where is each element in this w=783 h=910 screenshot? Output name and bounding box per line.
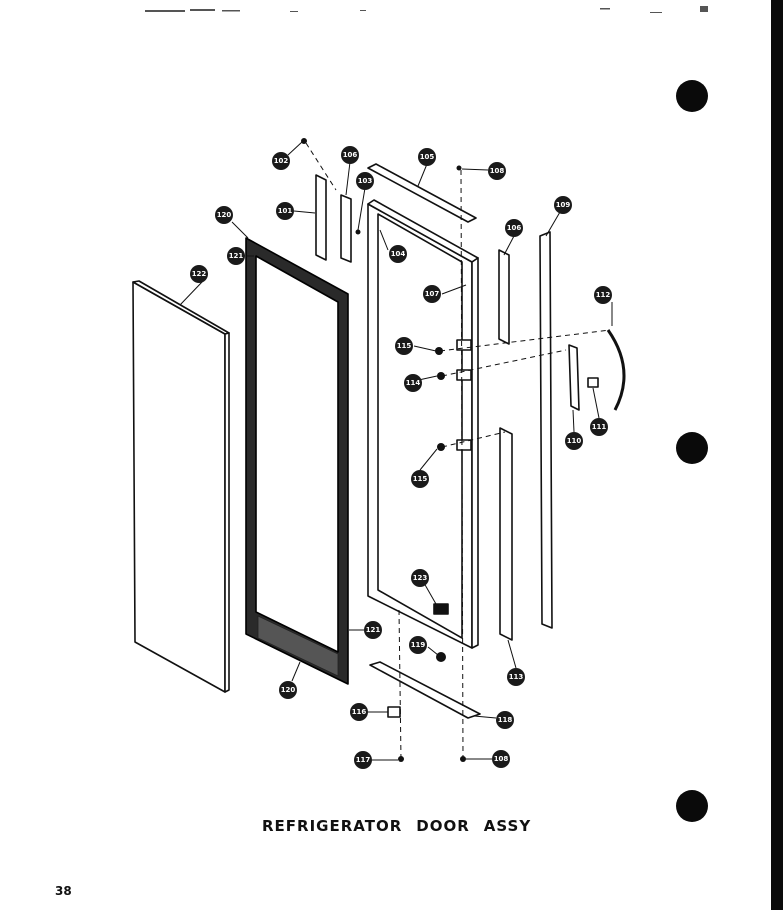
callout-105: 105	[418, 148, 436, 166]
assembly-axes	[305, 142, 611, 761]
callout-111: 111	[590, 418, 608, 436]
callout-108: 108	[488, 162, 506, 180]
binding-edge	[771, 0, 783, 910]
callout-label: 102	[274, 157, 289, 165]
callout-117: 117	[354, 751, 372, 769]
callout-label: 103	[358, 177, 373, 185]
diagram-caption: REFRIGERATOR DOOR ASSY	[262, 817, 531, 835]
callout-102: 102	[272, 152, 290, 170]
callout-115-lower: 115	[411, 470, 429, 488]
callout-label: 108	[494, 755, 509, 763]
callout-label: 119	[411, 641, 426, 649]
callout-label: 120	[217, 211, 232, 219]
callout-label: 122	[192, 270, 207, 278]
caption-word: REFRIGERATOR	[262, 817, 403, 835]
callout-101: 101	[276, 202, 294, 220]
bracket-106-upper	[340, 194, 352, 263]
callout-label: 107	[425, 290, 440, 298]
door-gasket	[245, 237, 349, 685]
callouts: 102 106 105 108 101 103 104 106 109 120 …	[190, 146, 612, 769]
callout-119: 119	[409, 636, 427, 654]
binder-hole-middle	[676, 432, 708, 464]
door-panel	[132, 280, 230, 693]
callout-116: 116	[350, 703, 368, 721]
callout-120: 120	[215, 206, 233, 224]
callout-label: 109	[556, 201, 571, 209]
callout-113: 113	[507, 668, 525, 686]
callout-label: 111	[592, 423, 607, 431]
callout-112: 112	[594, 286, 612, 304]
callout-label: 106	[507, 224, 522, 232]
page-number: 38	[55, 884, 72, 898]
callout-114: 114	[404, 374, 422, 392]
callout-122: 122	[190, 265, 208, 283]
callout-label: 121	[366, 626, 381, 634]
callout-110: 110	[565, 432, 583, 450]
callout-121: 121	[227, 247, 245, 265]
fasteners	[301, 138, 466, 762]
callout-label: 117	[356, 756, 371, 764]
callout-label: 116	[352, 708, 367, 716]
leader-lines	[179, 141, 613, 761]
scan-noise	[145, 6, 708, 13]
callout-109: 109	[554, 196, 572, 214]
caption-word: ASSY	[483, 817, 532, 835]
bottom-hinge-plate	[369, 661, 481, 719]
strip-113	[499, 427, 513, 641]
callout-108-lower: 108	[492, 750, 510, 768]
callout-123: 123	[411, 569, 429, 587]
callout-label: 112	[596, 291, 611, 299]
top-cap-strip	[367, 163, 477, 223]
callout-label: 110	[567, 437, 582, 445]
callout-label: 113	[509, 673, 524, 681]
callout-106-right: 106	[505, 219, 523, 237]
callout-121-lower: 121	[364, 621, 382, 639]
hinge-bracket-110	[568, 344, 580, 411]
callout-118: 118	[496, 711, 514, 729]
callout-label: 101	[278, 207, 293, 215]
callout-label: 123	[413, 574, 428, 582]
callout-120-lower: 120	[279, 681, 297, 699]
strip-106-right	[498, 249, 510, 345]
callout-label: 108	[490, 167, 505, 175]
callout-115: 115	[395, 337, 413, 355]
door-handle-112	[606, 329, 626, 411]
binder-hole-top	[676, 80, 708, 112]
callout-label: 106	[343, 151, 358, 159]
callout-106: 106	[341, 146, 359, 164]
callout-103: 103	[356, 172, 374, 190]
caption-word: DOOR	[416, 817, 470, 835]
callout-label: 120	[281, 686, 296, 694]
pad-111	[587, 377, 599, 388]
callout-label: 114	[406, 379, 421, 387]
callout-104: 104	[389, 245, 407, 263]
channel-101	[315, 174, 327, 261]
callout-label: 115	[413, 475, 428, 483]
block-116	[387, 706, 401, 718]
callout-label: 121	[229, 252, 244, 260]
callout-label: 105	[420, 153, 435, 161]
callout-107: 107	[423, 285, 441, 303]
inner-door-liner	[367, 199, 479, 649]
callout-label: 104	[391, 250, 406, 258]
callout-label: 115	[397, 342, 412, 350]
door-edge-strip-109	[539, 231, 553, 629]
binder-hole-bottom	[676, 790, 708, 822]
callout-label: 118	[498, 716, 513, 724]
